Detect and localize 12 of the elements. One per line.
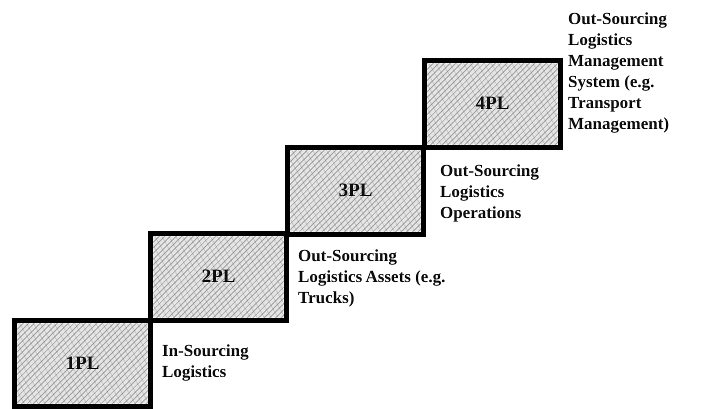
step-label: 3PL [338,180,372,202]
step-label: 1PL [66,352,100,374]
step-description: Out-Sourcing Logistics Operations [440,160,540,223]
step-description: Out-Sourcing Logistics Management System (e.g. Transport Management) [568,8,670,134]
step-box [422,58,563,150]
step-box [148,231,289,323]
step-description: Out-Sourcing Logistics Assets (e.g. Trucks) [298,245,446,308]
step-box [12,318,153,409]
step-label: 2PL [202,266,236,288]
step-label: 4PL [476,93,510,115]
step-description: In-Sourcing Logistics [162,340,250,382]
step-box [285,145,426,237]
